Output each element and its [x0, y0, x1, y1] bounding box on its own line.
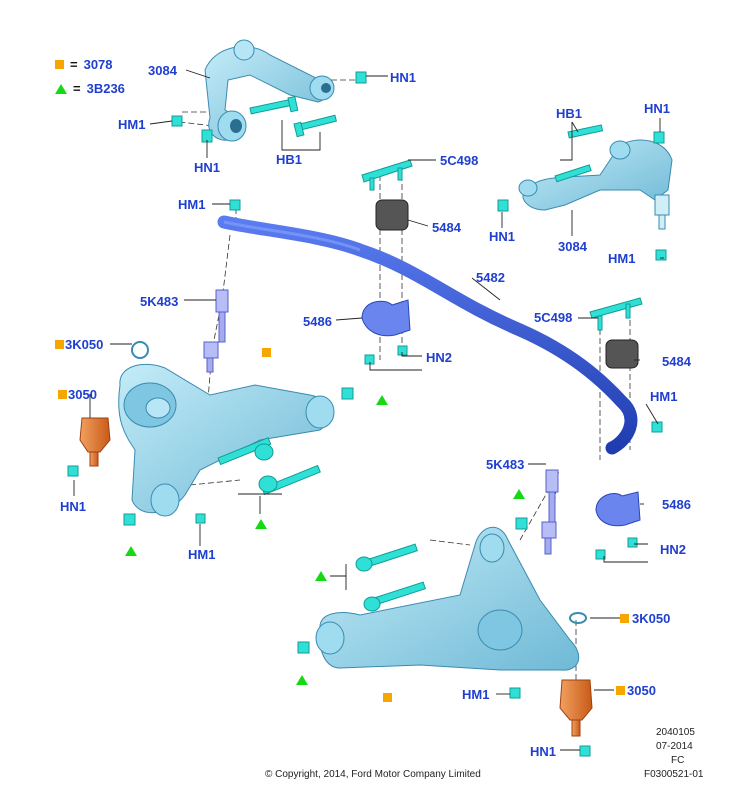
marker-3b236	[125, 546, 137, 556]
legend-row-3b236: = 3B236	[55, 81, 125, 96]
marker-3b236	[513, 489, 525, 499]
marker-3078	[616, 686, 625, 695]
label-5486-left: 5486	[303, 314, 332, 329]
legend-value-3078: 3078	[83, 57, 113, 72]
lower-brackets	[361, 299, 641, 527]
label-hm1-lower-right: HM1	[462, 687, 490, 702]
nuts-upper-left	[171, 71, 367, 143]
drawing-code: 2040105	[656, 727, 695, 738]
label-5486-right: 5486	[662, 497, 691, 512]
label-5482: 5482	[476, 270, 505, 285]
drawing-date: 07-2014	[656, 741, 693, 752]
label-hb1-left: HB1	[276, 152, 303, 167]
label-5484-right: 5484	[662, 354, 691, 369]
marker-3078	[55, 340, 64, 349]
label-hm1-bar: HM1	[178, 197, 206, 212]
lower-arm-right-bolts	[355, 543, 426, 612]
drawing-fc: FC	[671, 755, 685, 766]
label-hn1-right-arm: HN1	[489, 229, 516, 244]
label-hm1-bar-right: HM1	[650, 389, 678, 404]
copyright: © Copyright, 2014, Ford Motor Company Li…	[265, 769, 481, 780]
label-3084-right: 3084	[558, 239, 587, 254]
label-5k483-right: 5K483	[486, 457, 525, 472]
label-hn1-lower-left: HN1	[60, 499, 87, 514]
label-5484-top: 5484	[432, 220, 461, 235]
legend-equals: =	[70, 57, 78, 72]
lower-control-arm-left	[118, 341, 335, 517]
label-hn2-left: HN2	[426, 350, 453, 365]
label-5c498-top: 5C498	[440, 153, 479, 168]
label-5c498-right: 5C498	[534, 310, 573, 325]
marker-3078	[383, 693, 392, 702]
marker-3078	[262, 348, 271, 357]
hb1-bolts-upper-right	[554, 124, 604, 183]
label-3050-left: 3050	[68, 387, 97, 402]
label-3084-left: 3084	[148, 63, 177, 78]
ball-joint-left	[79, 417, 111, 467]
marker-3b236	[315, 571, 327, 581]
assembly-lines	[179, 79, 631, 690]
label-hm1-lower-left: HM1	[188, 547, 216, 562]
orange-square-icon	[55, 60, 64, 69]
upper-control-arm-right	[518, 139, 673, 230]
green-triangle-icon	[55, 83, 67, 94]
label-5k483-left: 5K483	[140, 294, 179, 309]
marker-3b236	[255, 519, 267, 529]
label-hb1-right: HB1	[556, 106, 583, 121]
label-hn1-upper-left: HN1	[194, 160, 221, 175]
bushings	[375, 199, 639, 369]
label-hn2-right: HN2	[660, 542, 687, 557]
label-3k050-left: 3K050	[65, 337, 104, 352]
upper-control-arm-left	[204, 39, 335, 142]
label-hn1-upper: HN1	[390, 70, 417, 85]
legend-value-3b236: 3B236	[86, 81, 125, 96]
label-3050-right: 3050	[627, 683, 656, 698]
bar-end-nuts	[229, 199, 663, 433]
hn2-nuts	[364, 345, 638, 560]
figure-number: F0300521-01	[644, 769, 704, 780]
stabilizer-link-left	[203, 289, 229, 373]
label-hm1-right-arm: HM1	[608, 251, 636, 266]
legend-equals: =	[73, 81, 81, 96]
lower-control-arm-right	[315, 527, 587, 671]
leader-lines	[73, 69, 664, 751]
legend-row-3078: = 3078	[55, 57, 113, 72]
stabilizer-link-right	[541, 469, 559, 555]
lower-arm-left-bolts	[217, 437, 321, 496]
ball-joint-right	[559, 679, 593, 737]
marker-3b236	[296, 675, 308, 685]
hb1-bolts-upper-left	[249, 95, 337, 138]
label-hn1-lower-right: HN1	[530, 744, 557, 759]
label-hm1-upper-left: HM1	[118, 117, 146, 132]
marker-3078	[58, 390, 67, 399]
marker-3b236	[376, 395, 388, 405]
brackets	[361, 159, 643, 331]
marker-3078	[620, 614, 629, 623]
label-hn1-upper-right: HN1	[644, 101, 671, 116]
lower-arm-right-nuts	[297, 517, 591, 757]
label-3k050-right: 3K050	[632, 611, 671, 626]
lower-arm-left-nuts	[67, 387, 354, 526]
nuts-upper-right	[497, 131, 667, 261]
